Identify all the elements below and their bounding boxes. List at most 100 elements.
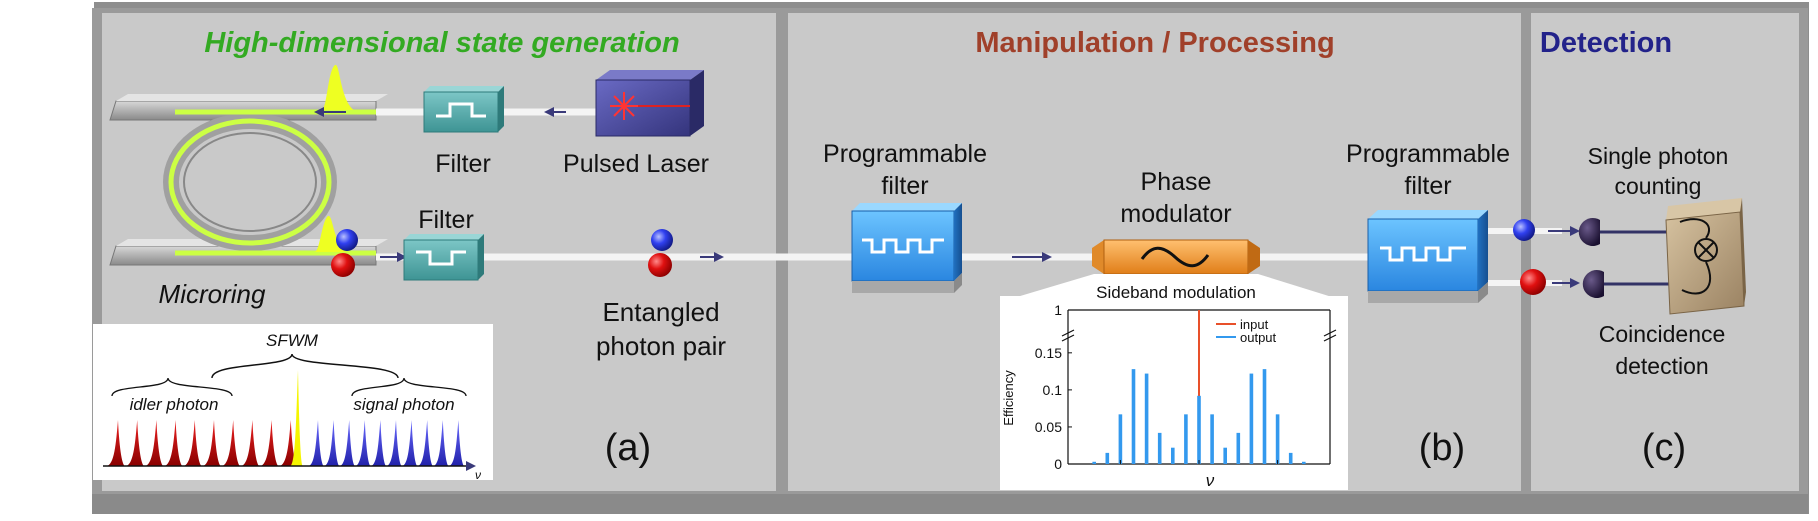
prog-filter-1-label-1: Programmable: [823, 140, 987, 168]
coincidence-label-2: detection: [1615, 353, 1708, 379]
phase-mod-sine-icon: [1140, 246, 1210, 268]
sfwm-title: SFWM: [266, 331, 319, 350]
output-bar: [1118, 414, 1123, 464]
legend-input-label: input: [1240, 317, 1269, 332]
signal-comb-peak: [386, 420, 402, 466]
idler-comb-peak: [106, 420, 126, 466]
filter-top: [423, 86, 504, 133]
idler-comb-peak: [163, 420, 183, 466]
idler-comb-peak: [278, 420, 298, 466]
prog-filter-2-label-2: filter: [1404, 172, 1451, 200]
sfwm-brace-top: [211, 353, 399, 379]
signal-comb-peak: [308, 420, 324, 466]
idler-photon-ring: [331, 253, 355, 277]
y-tick-label: 0.1: [1043, 382, 1063, 398]
signal-comb-peak: [417, 420, 434, 466]
axis-break-mark: [1323, 329, 1337, 337]
output-bar: [1236, 432, 1241, 464]
idler-comb-peak: [221, 420, 241, 466]
output-bar: [1223, 447, 1227, 464]
single-photon-label-2: counting: [1615, 173, 1702, 199]
detector-2-icon: [1582, 270, 1604, 298]
output-bar: [1105, 452, 1110, 464]
output-bar: [1197, 395, 1201, 464]
idler-comb-peak: [125, 420, 145, 466]
prog-filter-2-label-1: Programmable: [1346, 140, 1510, 168]
phase-mod-label-2: modulator: [1120, 200, 1231, 228]
axis-break-mark: [1061, 334, 1075, 342]
signal-comb-peak: [401, 420, 418, 466]
microring-label: Microring: [159, 279, 266, 309]
output-bar: [1210, 414, 1214, 464]
sfwm-inset: ν SFWM idler photon signal photon: [93, 324, 493, 482]
panel-label-a: (a): [605, 427, 651, 469]
signal-comb-peak: [448, 420, 465, 466]
y-tick-label: 0.05: [1035, 419, 1062, 435]
idler-comb-peak: [144, 420, 164, 466]
signal-comb-peak: [370, 420, 387, 466]
output-bar: [1157, 432, 1162, 464]
signal-photon-ring: [336, 229, 358, 251]
chart-ylabel: Efficiency: [1001, 370, 1016, 426]
laser-label: Pulsed Laser: [563, 150, 709, 178]
coincidence-label-1: Coincidence: [1599, 321, 1726, 347]
manipulation-title: Manipulation / Processing: [975, 27, 1334, 59]
chart-xlabel: ν: [1206, 471, 1215, 490]
signal-photon-out: [1513, 219, 1535, 241]
output-bar: [1092, 461, 1096, 464]
sideband-chart: Sideband modulation 00.050.10.151 Effici…: [1000, 283, 1348, 490]
multiply-icon: [1694, 238, 1718, 262]
idler-comb-peak: [259, 420, 279, 466]
filter-top-label: Filter: [435, 150, 491, 178]
output-bar: [1262, 369, 1267, 464]
signal-comb-peak: [323, 420, 340, 466]
legend-output-label: output: [1240, 330, 1277, 345]
idler-comb-peak: [240, 420, 260, 466]
single-photon-label-1: Single photon: [1588, 143, 1729, 169]
prog-filter-2-icon: [1380, 246, 1466, 262]
filter-bottom: [403, 234, 484, 281]
output-bar: [1249, 373, 1254, 464]
signal-comb-peak: [432, 420, 449, 466]
prog-filter-1-label-2: filter: [881, 172, 928, 200]
pulsed-laser: [595, 70, 704, 137]
signal-photon-label: signal photon: [353, 395, 454, 414]
ring-light: [168, 118, 332, 246]
panel-label-b: (b): [1419, 427, 1465, 469]
coincidence-box: [1665, 198, 1746, 315]
phase-modulator: [1092, 239, 1260, 275]
idler-comb-peak: [182, 420, 202, 466]
y-tick-label: 0: [1054, 456, 1062, 472]
entangled-label-1: Entangled: [602, 297, 719, 327]
y-tick-label: 1: [1054, 302, 1062, 318]
detection-title: Detection: [1540, 27, 1672, 59]
signal-brace: [351, 377, 467, 397]
signal-comb-peak: [339, 420, 356, 466]
sfwm-axis-symbol: ν: [475, 468, 481, 482]
filter-bottom-icon: [416, 250, 466, 266]
idler-photon-label: idler photon: [130, 395, 219, 414]
output-bar: [1171, 447, 1175, 464]
entangled-label-2: photon pair: [596, 331, 726, 361]
output-bar: [1131, 369, 1136, 464]
phase-mod-label-1: Phase: [1141, 168, 1212, 196]
output-bar: [1302, 461, 1306, 464]
output-bar: [1288, 452, 1293, 464]
panel-detection: [1531, 13, 1799, 491]
idler-brace: [111, 377, 233, 397]
pump-pulse-top: [322, 64, 354, 110]
output-bar: [1144, 373, 1149, 464]
board-bottom-edge: [92, 494, 1808, 514]
detector-1-icon: [1578, 218, 1600, 246]
microring-chip: [109, 64, 388, 266]
idler-photon-pair: [648, 253, 672, 277]
chart-bars: [1092, 310, 1306, 464]
signal-comb-peak: [354, 420, 371, 466]
y-tick-label: 0.15: [1035, 345, 1062, 361]
panel-label-c: (c): [1642, 427, 1686, 469]
output-bar: [1184, 414, 1188, 464]
idler-photon-out: [1520, 269, 1546, 295]
programmable-filter-2: [1367, 210, 1488, 303]
